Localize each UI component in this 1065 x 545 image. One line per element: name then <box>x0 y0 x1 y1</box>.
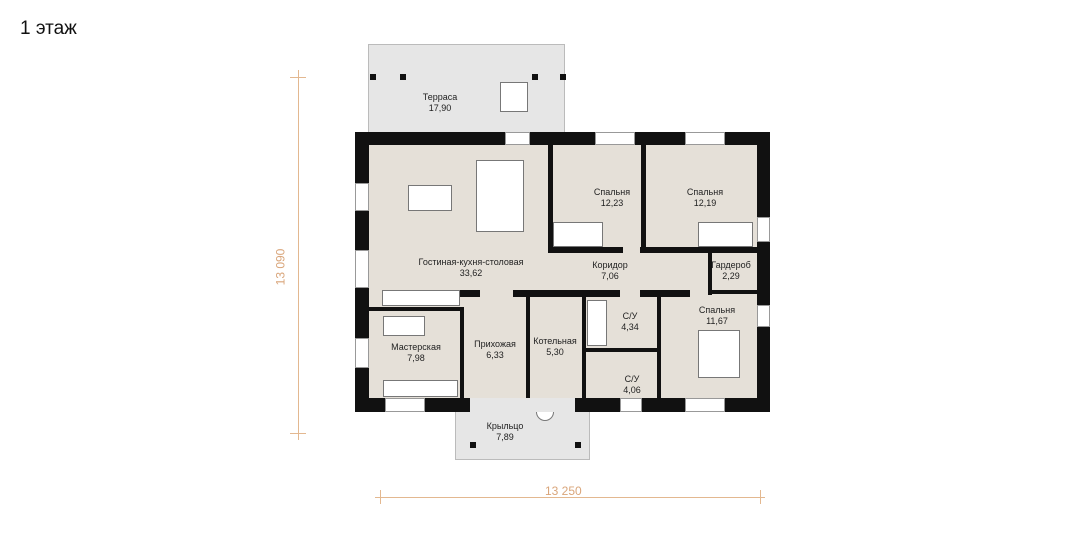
sofa <box>476 160 524 232</box>
kitchen-counter <box>382 290 460 306</box>
shelf <box>383 380 458 397</box>
terrace-area <box>368 44 565 134</box>
height-dimension-label: 13 090 <box>273 248 288 286</box>
dining-table <box>408 185 452 211</box>
terrace-table <box>500 82 528 112</box>
bathtub <box>587 300 607 346</box>
floor-title: 1 этаж <box>20 18 77 39</box>
bed <box>553 222 603 247</box>
workbench <box>383 316 425 336</box>
bed <box>698 222 753 247</box>
bed <box>698 330 740 378</box>
width-dimension-label: 13 250 <box>545 484 582 498</box>
